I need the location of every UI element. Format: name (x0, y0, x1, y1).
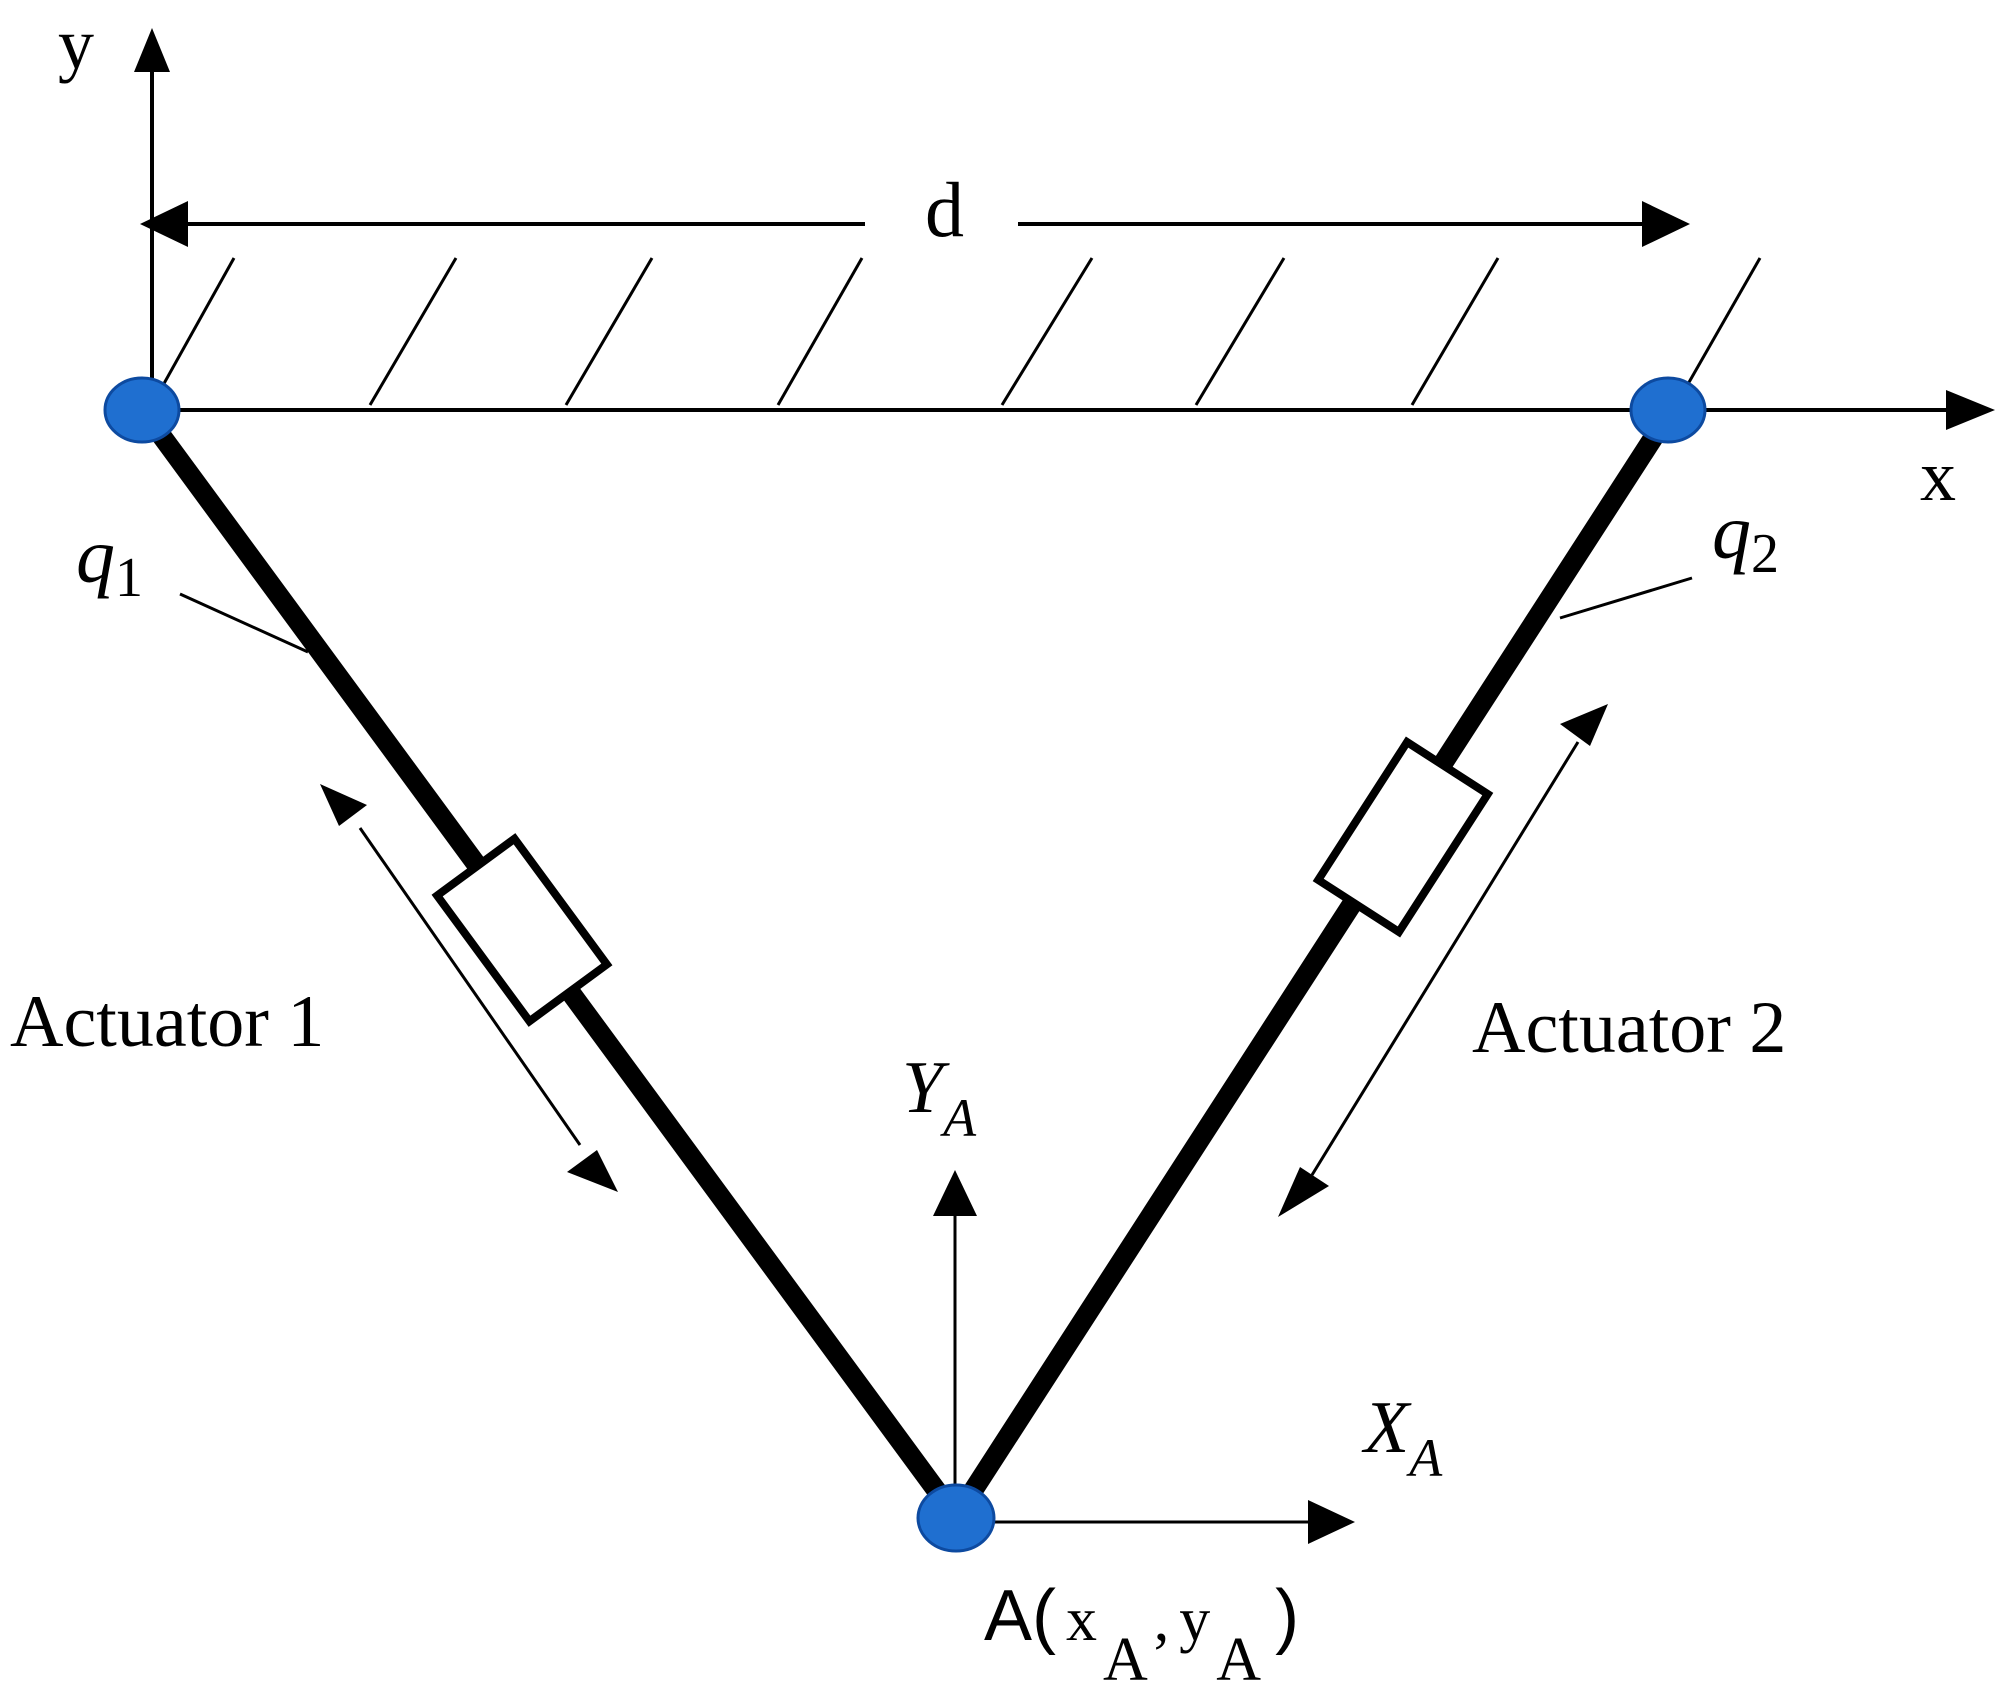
actuator-2-label: Actuator 2 (1472, 987, 1786, 1069)
link-actuator-1 (135, 406, 965, 1523)
dimension-d-arrow (140, 201, 1690, 247)
x-axis-label: x (1920, 436, 1956, 516)
YA-label: YA (902, 1047, 977, 1148)
actuator-1-body (431, 833, 613, 1027)
joint-end-effector-A (916, 1483, 996, 1553)
actuator-1-label: Actuator 1 (10, 981, 324, 1063)
joint-left-q1 (103, 376, 181, 444)
actuator-2-motion-arrow (1278, 704, 1608, 1217)
y-axis-label: y (58, 4, 94, 84)
point-A-label: A(xA,yA) (984, 1576, 1299, 1694)
ground-hatching (150, 257, 1762, 406)
q2-label: q2 (1712, 488, 1779, 585)
actuator-2-body (1312, 736, 1494, 938)
x-axis (152, 390, 1995, 430)
local-x-axis-A (955, 1500, 1355, 1544)
y-axis (134, 28, 170, 410)
joint-right-q2 (1629, 376, 1707, 444)
XA-label: XA (1361, 1387, 1443, 1488)
dimension-d-label: d (925, 166, 964, 253)
actuator-1-motion-arrow (320, 784, 618, 1192)
q2-leader-line (1559, 576, 1693, 620)
q1-label: q1 (76, 512, 143, 609)
q1-leader-line (179, 592, 309, 654)
local-y-axis-A (933, 1170, 977, 1522)
link-actuator-2 (947, 406, 1679, 1523)
